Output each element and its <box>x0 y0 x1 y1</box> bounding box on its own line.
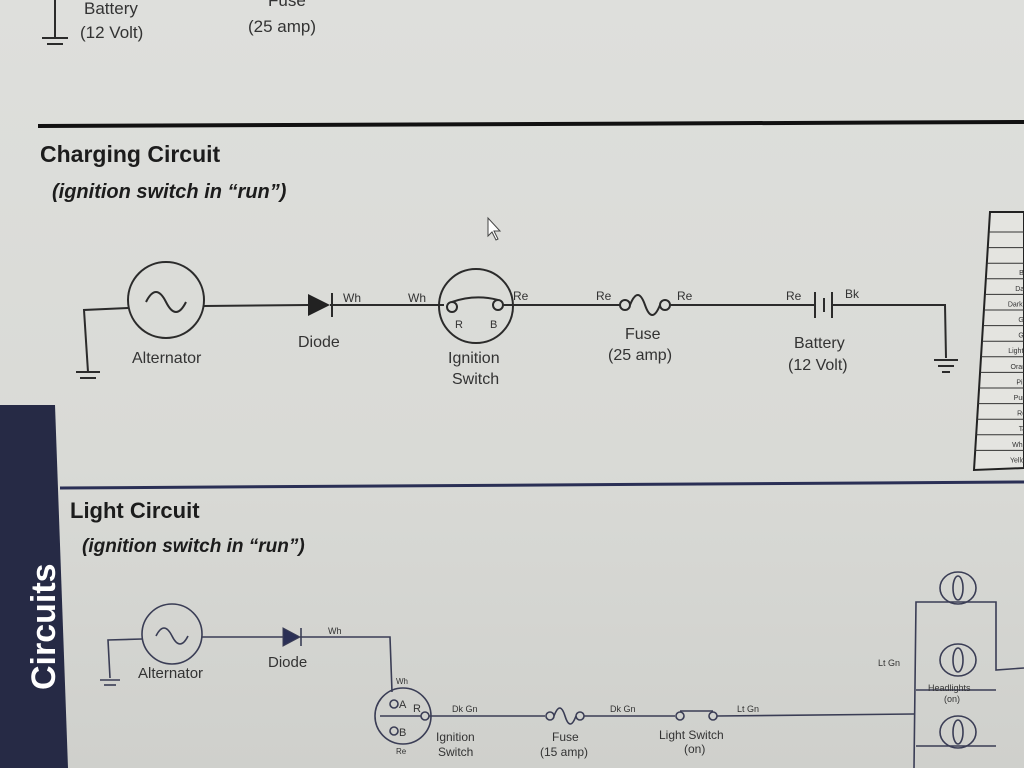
battery-label: Battery <box>794 335 845 352</box>
terminal-b: B <box>490 319 497 331</box>
legend-color-name: Purpl <box>1014 395 1024 402</box>
diode-label: Diode <box>298 334 340 351</box>
light-switch-state: (on) <box>684 742 705 756</box>
wire-color-legend: BlBBrnDarkDark GGreGraLight BOrangPinkPu… <box>972 211 1024 472</box>
top-battery-volt: (12 Volt) <box>80 23 143 42</box>
light-subtitle: (ignition switch in “run”) <box>82 536 305 557</box>
wire-re-4: Re <box>786 289 802 303</box>
light-terminal-r: R <box>413 703 421 715</box>
legend-color-name: Gra <box>1018 333 1024 340</box>
alternator-label: Alternator <box>132 350 202 367</box>
battery-symbol <box>814 292 833 318</box>
terminal-r: R <box>455 319 463 331</box>
wire-re-3: Re <box>677 289 693 303</box>
light-switch-label: Light Switch <box>659 728 724 742</box>
top-partial-section: Battery (12 Volt) Fuse (25 amp) <box>42 0 316 45</box>
charging-circuit: Charging Circuit (ignition switch in “ru… <box>40 141 958 388</box>
legend-color-name: Light B <box>1008 348 1024 355</box>
light-wire-wh-2: Wh <box>396 677 408 686</box>
section-divider <box>37 120 1024 128</box>
legend-color-name: Dark <box>1015 286 1024 293</box>
light-terminal-b: B <box>399 727 406 739</box>
light-diode-label: Diode <box>268 654 307 671</box>
battery-volt: (12 Volt) <box>788 357 848 374</box>
light-wire-dkgn-1: Dk Gn <box>452 704 478 714</box>
top-fuse-label: Fuse <box>268 0 306 10</box>
light-wire-ltgn-2: Lt Gn <box>878 658 900 668</box>
light-title: Light Circuit <box>70 498 200 523</box>
light-wire-dkgn-2: Dk Gn <box>610 704 636 714</box>
wire-wh-1: Wh <box>343 291 361 305</box>
ignition-label-1: Ignition <box>448 350 500 367</box>
ignition-switch-symbol <box>438 268 514 344</box>
light-ignition-label-2: Switch <box>438 745 473 759</box>
wire-re-1: Re <box>513 289 529 303</box>
alternator-symbol <box>127 261 205 339</box>
light-circuit: Light Circuit (ignition switch in “run”) <box>70 498 1024 768</box>
legend-color-name: Orang <box>1011 364 1024 371</box>
wire-bk: Bk <box>845 287 860 301</box>
charging-subtitle: (ignition switch in “run”) <box>52 181 287 203</box>
light-alternator-label: Alternator <box>138 665 203 682</box>
fuse-label: Fuse <box>625 326 661 343</box>
light-wire-ltgn-1: Lt Gn <box>737 704 759 714</box>
wire-wh-2: Wh <box>408 291 426 305</box>
legend-color-name: Tan <box>1019 426 1024 433</box>
wire-re-2: Re <box>596 289 612 303</box>
top-fuse-amp: (25 amp) <box>248 17 316 36</box>
light-wire-wh-1: Wh <box>328 626 342 636</box>
circuits-side-tab: Circuits <box>0 405 68 768</box>
legend-color-name: Brn <box>1019 270 1024 277</box>
charging-title: Charging Circuit <box>40 141 221 167</box>
diode-symbol <box>308 294 330 316</box>
light-ignition-label-1: Ignition <box>436 730 475 744</box>
legend-color-name: Yellow <box>1010 457 1024 464</box>
legend-color-name: Red <box>1017 411 1024 418</box>
light-terminal-a: A <box>399 699 407 711</box>
legend-color-name: Pink <box>1016 379 1024 386</box>
section-divider-2 <box>59 480 1024 490</box>
headlights-state: (on) <box>944 694 960 704</box>
top-battery-label: Battery <box>84 0 138 18</box>
side-tab-label: Circuits <box>25 563 63 690</box>
legend-color-name: Dark G <box>1008 301 1024 308</box>
legend-color-name: Gre <box>1018 317 1024 324</box>
light-fuse-label: Fuse <box>552 730 579 744</box>
headlights-label: Headlights <box>928 683 971 693</box>
light-fuse-amp: (15 amp) <box>540 745 588 759</box>
ignition-label-2: Switch <box>452 371 499 388</box>
fuse-symbol <box>619 294 671 316</box>
legend-color-name: White <box>1012 442 1024 449</box>
fuse-amp: (25 amp) <box>608 347 672 364</box>
light-wire-re: Re <box>396 747 407 756</box>
mouse-cursor-icon <box>487 216 502 241</box>
